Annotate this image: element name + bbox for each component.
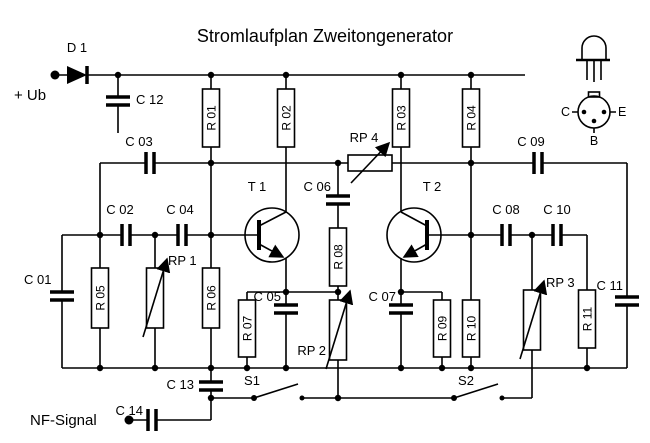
resistor-r10-label: R 10 [465,316,479,342]
capacitor-c06-label: C 06 [304,179,331,194]
capacitor-c14: C 14 [116,403,158,431]
resistor-r02: R 02 [276,88,296,148]
potentiometer-rp3-label: RP 3 [546,275,575,290]
resistor-r04: R 04 [461,88,481,148]
switch-s1: S1 [244,373,305,401]
switch-s2-label: S2 [458,373,474,388]
resistor-r01-label: R 01 [205,105,219,131]
diode-d1: D 1 [67,40,89,84]
diode-d1-label: D 1 [67,40,87,55]
transistor-t2: T 2 [386,179,442,263]
resistor-r08-label: R 08 [332,244,346,270]
capacitor-c04: C 04 [166,202,194,246]
resistor-r01: R 01 [201,88,221,148]
page-title: Stromlaufplan Zweitongenerator [197,26,453,46]
resistor-r06: R 06 [201,267,221,329]
pin-collector-label: C [561,105,570,119]
potentiometer-rp2-label: RP 2 [297,343,326,358]
capacitor-c02-label: C 02 [106,202,133,217]
potentiometer-rp4-label: RP 4 [350,130,379,145]
capacitor-c10: C 10 [543,202,571,246]
capacitor-c05: C 05 [254,289,298,315]
capacitor-c07-label: C 07 [369,289,396,304]
capacitor-c10-label: C 10 [543,202,570,217]
capacitor-c07: C 07 [369,289,413,315]
junction-dots [96,71,591,402]
resistor-r11: R 11 [577,289,597,349]
power-label: + Ub [14,87,46,104]
capacitor-c12: C 12 [106,92,163,107]
capacitor-c02: C 02 [106,202,134,246]
capacitor-c03: C 03 [125,134,156,174]
capacitor-c08-label: C 08 [492,202,519,217]
resistor-r05-label: R 05 [94,285,108,311]
transistor-t1: T 1 [244,179,300,263]
resistor-r03-label: R 03 [395,105,409,131]
transistor-t2-label: T 2 [423,179,442,194]
resistor-r02-label: R 02 [280,105,294,131]
resistor-r05: R 05 [90,267,110,329]
package-tab [587,91,601,98]
capacitor-c09-label: C 09 [517,134,544,149]
capacitor-c13: C 13 [167,377,223,392]
potentiometer-rp1: RP 1 [142,253,197,338]
capacitor-c09: C 09 [517,134,545,174]
capacitor-c01-label: C 01 [24,272,51,287]
potentiometer-rp2: RP 2 [297,289,354,370]
transistor-t1-label: T 1 [248,179,267,194]
resistor-r08: R 08 [328,227,348,287]
power-terminal [50,70,60,80]
transistor-package-drawing: C E B [561,35,626,148]
resistor-r09-label: R 09 [436,316,450,342]
nf-signal-label: NF-Signal [30,412,97,429]
resistor-r10: R 10 [461,299,481,358]
capacitor-c13-label: C 13 [167,377,194,392]
resistor-r09: R 09 [432,299,452,358]
capacitor-c11-label: C 11 [597,278,624,293]
capacitor-c03-label: C 03 [125,134,152,149]
resistor-r03: R 03 [391,88,411,148]
resistor-r11-label: R 11 [581,306,595,331]
potentiometer-rp1-label: RP 1 [168,253,197,268]
resistor-r07-label: R 07 [241,316,255,342]
wires [55,74,628,421]
nf-signal-terminal [124,415,134,425]
resistor-r07: R 07 [237,299,257,358]
potentiometer-rp4: RP 4 [347,130,393,184]
capacitor-c08: C 08 [492,202,520,246]
capacitor-c12-label: C 12 [136,92,163,107]
capacitor-c01: C 01 [24,272,74,302]
capacitor-c05-label: C 05 [254,289,281,304]
pin-base-label: B [590,134,598,148]
capacitor-c14-label: C 14 [116,403,143,418]
switch-s2: S2 [451,373,505,401]
capacitor-c06: C 06 [304,179,350,206]
resistor-r04-label: R 04 [465,105,479,131]
capacitor-c11: C 11 [597,278,639,307]
resistor-r06-label: R 06 [205,285,219,311]
switch-s1-label: S1 [244,373,260,388]
capacitor-c04-label: C 04 [166,202,193,217]
pin-emitter-label: E [618,105,626,119]
potentiometer-rp3: RP 3 [519,275,575,360]
